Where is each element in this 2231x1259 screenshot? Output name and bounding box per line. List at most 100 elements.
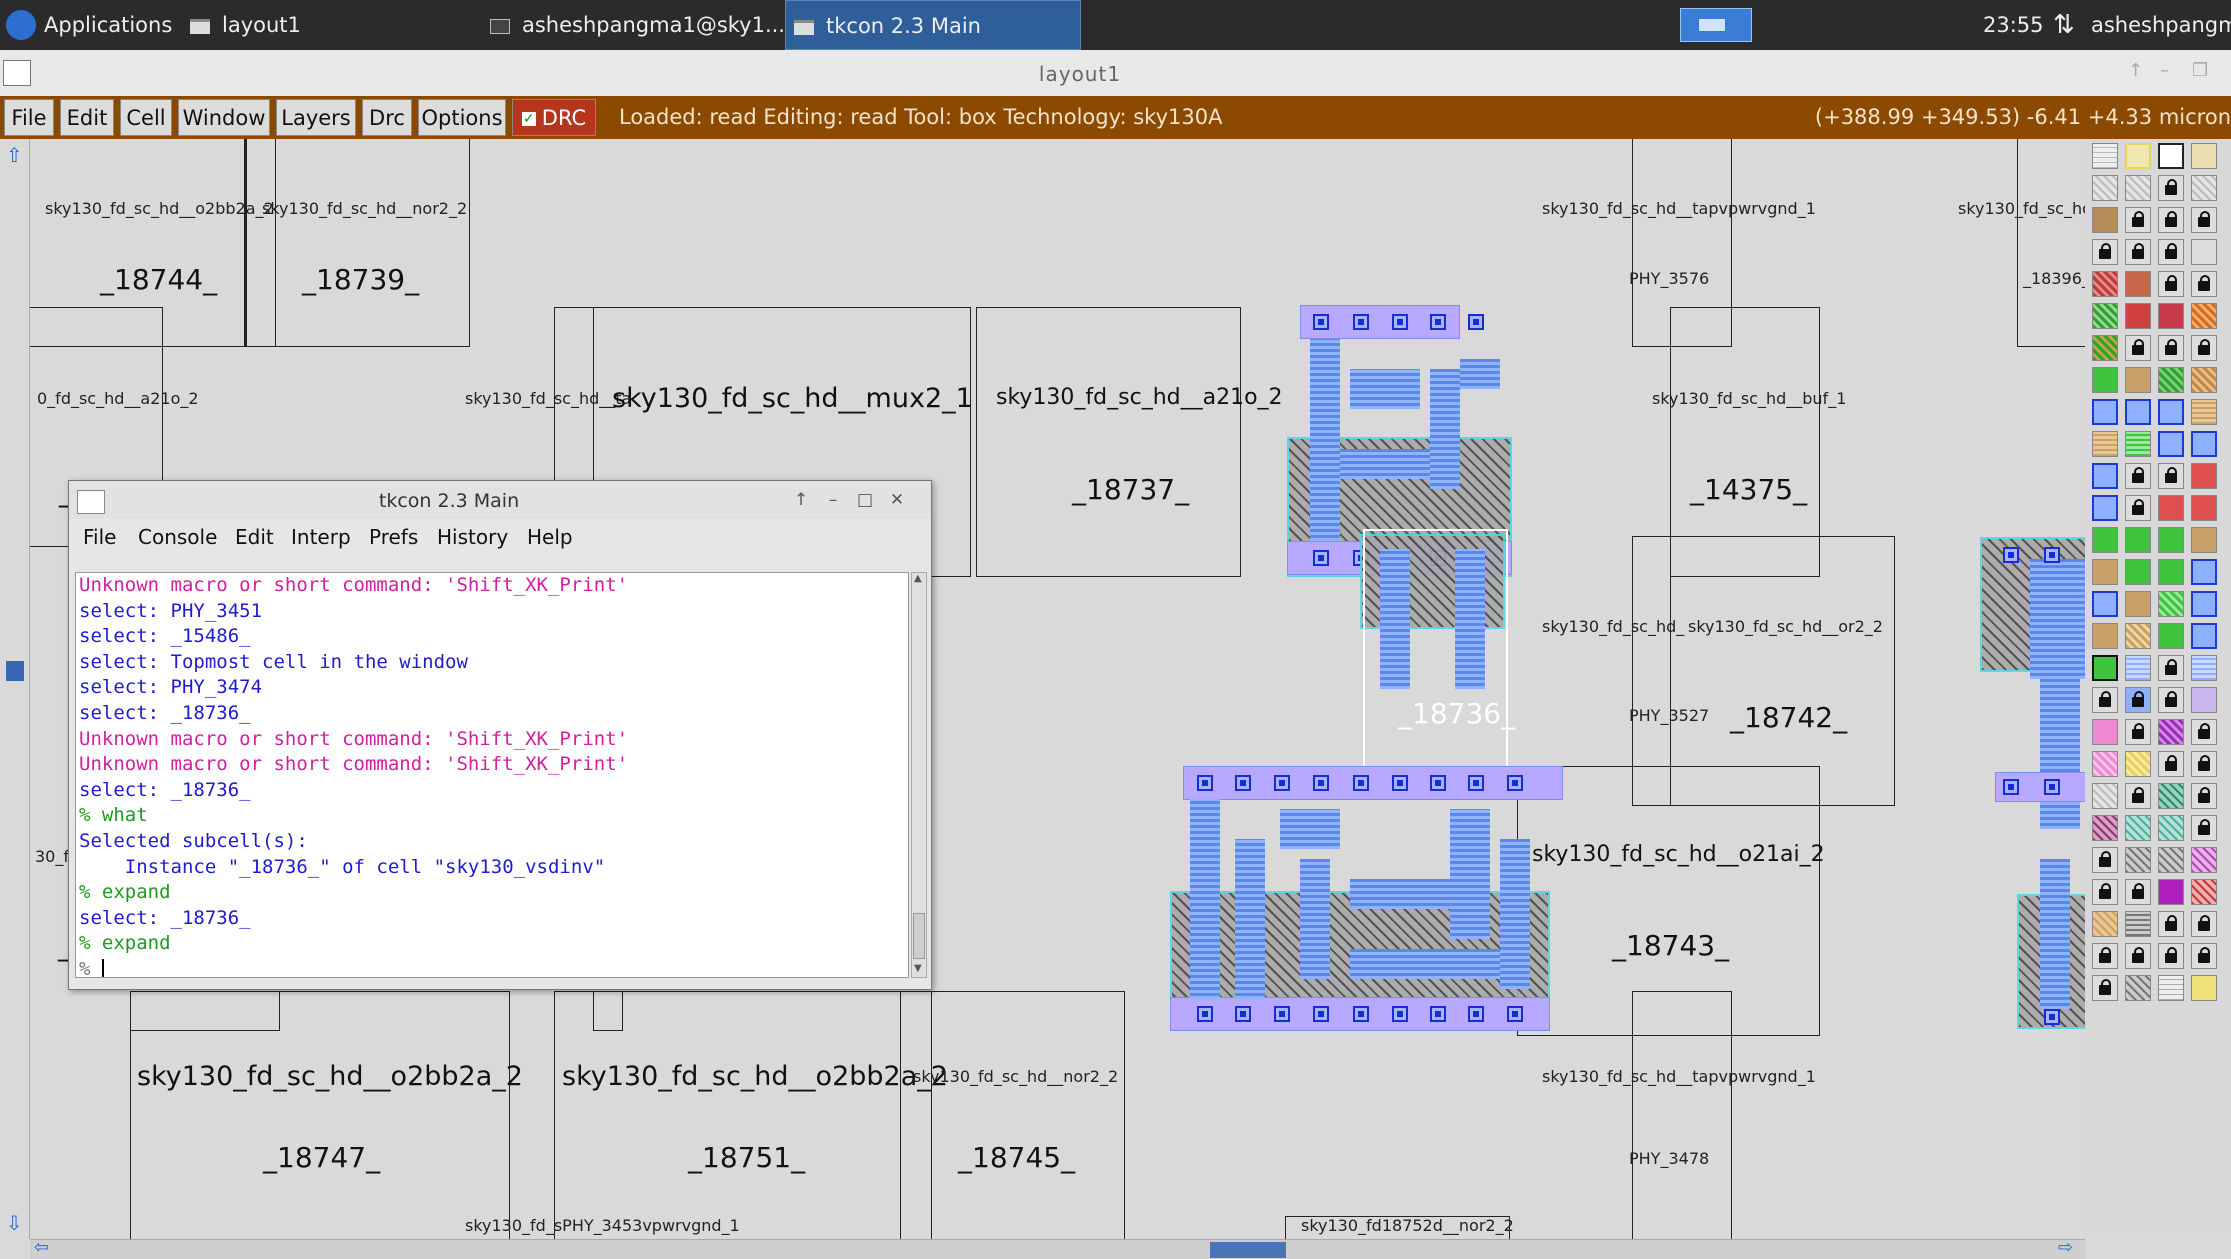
layer-swatch[interactable]	[2191, 687, 2217, 713]
lock-icon[interactable]	[2125, 207, 2151, 233]
layer-swatch[interactable]	[2191, 655, 2217, 681]
layer-swatch[interactable]	[2092, 815, 2118, 841]
layer-swatch[interactable]	[2125, 815, 2151, 841]
task-layout1[interactable]: layout1	[190, 0, 480, 50]
layer-swatch[interactable]	[2191, 559, 2217, 585]
lock-icon[interactable]	[2158, 335, 2184, 361]
user-menu[interactable]: asheshpangma	[2091, 13, 2231, 37]
layer-swatch[interactable]	[2092, 751, 2118, 777]
menu-edit[interactable]: Edit	[60, 99, 114, 136]
layer-swatch[interactable]	[2125, 175, 2151, 201]
layer-swatch[interactable]	[2125, 591, 2151, 617]
layer-swatch[interactable]	[2158, 399, 2184, 425]
layer-swatch[interactable]	[2092, 367, 2118, 393]
layer-swatch[interactable]	[2191, 303, 2217, 329]
minimize-button[interactable]: –	[2160, 60, 2169, 81]
layer-swatch[interactable]	[2191, 463, 2217, 489]
task-terminal[interactable]: asheshpangma1@sky1...	[490, 0, 785, 50]
lock-icon[interactable]	[2158, 687, 2184, 713]
tkcon-menu-console[interactable]: Console	[138, 525, 218, 549]
layer-swatch[interactable]	[2092, 655, 2118, 681]
tkcon-menu-edit[interactable]: Edit	[235, 525, 274, 549]
tkcon-titlebar[interactable]: tkcon 2.3 Main ↑ – □ ✕	[69, 481, 931, 520]
tkcon-menu-help[interactable]: Help	[527, 525, 573, 549]
layer-swatch[interactable]	[2158, 559, 2184, 585]
layer-swatch[interactable]	[2191, 175, 2217, 201]
lock-icon[interactable]	[2158, 463, 2184, 489]
layer-swatch[interactable]	[2158, 879, 2184, 905]
layer-swatch[interactable]	[2092, 783, 2118, 809]
lock-icon[interactable]	[2125, 879, 2151, 905]
lock-icon[interactable]	[2125, 719, 2151, 745]
layer-swatch[interactable]	[2191, 591, 2217, 617]
layer-swatch[interactable]	[2092, 271, 2118, 297]
layer-swatch[interactable]	[2191, 143, 2217, 169]
menu-cell[interactable]: Cell	[120, 99, 172, 136]
lock-icon[interactable]	[2092, 847, 2118, 873]
layer-swatch[interactable]	[2191, 527, 2217, 553]
layer-swatch[interactable]	[2092, 303, 2118, 329]
layer-swatch[interactable]	[2191, 623, 2217, 649]
layer-swatch[interactable]	[2092, 463, 2118, 489]
lock-icon[interactable]	[2191, 271, 2217, 297]
scroll-thumb[interactable]	[913, 913, 925, 959]
layer-swatch[interactable]	[2092, 143, 2118, 169]
tkcon-menu-interp[interactable]: Interp	[291, 525, 351, 549]
lock-icon[interactable]	[2092, 943, 2118, 969]
shade-button[interactable]: ↑	[2128, 60, 2144, 81]
workspace-switcher[interactable]	[1680, 8, 1752, 42]
layer-swatch[interactable]	[2092, 623, 2118, 649]
layer-swatch[interactable]	[2125, 911, 2151, 937]
clock[interactable]: 23:55	[1983, 13, 2044, 37]
layer-swatch[interactable]	[2158, 783, 2184, 809]
drc-toggle[interactable]: ✓DRC	[512, 99, 596, 136]
tkcon-menu-prefs[interactable]: Prefs	[369, 525, 419, 549]
tkcon-menu-file[interactable]: File	[83, 525, 117, 549]
layer-swatch[interactable]	[2092, 431, 2118, 457]
lock-icon[interactable]	[2191, 783, 2217, 809]
lock-icon[interactable]	[2191, 911, 2217, 937]
layer-swatch[interactable]	[2125, 623, 2151, 649]
lock-icon[interactable]	[2125, 495, 2151, 521]
close-button[interactable]: ✕	[889, 490, 905, 510]
layer-swatch[interactable]	[2158, 591, 2184, 617]
layer-swatch[interactable]	[2092, 911, 2118, 937]
layer-swatch[interactable]	[2158, 847, 2184, 873]
lock-icon[interactable]	[2158, 175, 2184, 201]
layer-swatch[interactable]	[2191, 495, 2217, 521]
layer-swatch[interactable]	[2158, 495, 2184, 521]
scroll-up-arrow-icon[interactable]: ⇧	[6, 143, 23, 167]
lock-icon[interactable]	[2158, 271, 2184, 297]
layer-swatch[interactable]	[2092, 719, 2118, 745]
layer-swatch[interactable]	[2158, 975, 2184, 1001]
console-scrollbar[interactable]: ▲ ▼	[911, 572, 927, 978]
scroll-thumb[interactable]	[1210, 1242, 1286, 1258]
layer-swatch[interactable]	[2125, 527, 2151, 553]
layer-swatch[interactable]	[2191, 431, 2217, 457]
layer-swatch[interactable]	[2092, 335, 2118, 361]
horizontal-scrollbar[interactable]: ⇦ ⇨	[30, 1237, 2085, 1259]
selection-box[interactable]	[1363, 529, 1508, 799]
layer-swatch[interactable]	[2092, 399, 2118, 425]
applications-menu[interactable]: Applications	[0, 0, 180, 50]
layer-swatch[interactable]	[2158, 623, 2184, 649]
menu-layers[interactable]: Layers	[276, 99, 356, 136]
lock-icon[interactable]	[2191, 815, 2217, 841]
lock-icon[interactable]	[2191, 207, 2217, 233]
layer-swatch[interactable]	[2158, 367, 2184, 393]
layer-swatch[interactable]	[2092, 175, 2118, 201]
console-output[interactable]: Unknown macro or short command: 'Shift_X…	[75, 572, 909, 978]
minimize-button[interactable]: –	[828, 490, 838, 510]
layer-swatch[interactable]	[2158, 719, 2184, 745]
lock-icon[interactable]	[2125, 463, 2151, 489]
layer-swatch[interactable]	[2125, 367, 2151, 393]
lock-icon[interactable]	[2191, 719, 2217, 745]
lock-icon[interactable]	[2092, 239, 2118, 265]
layer-swatch[interactable]	[2125, 431, 2151, 457]
layer-swatch[interactable]	[2125, 271, 2151, 297]
lock-icon[interactable]	[2092, 975, 2118, 1001]
scroll-left-arrow-icon[interactable]: ⇦	[34, 1237, 50, 1258]
layer-swatch[interactable]	[2125, 143, 2151, 169]
task-tkcon[interactable]: tkcon 2.3 Main	[785, 0, 1081, 50]
menu-file[interactable]: File	[4, 99, 54, 136]
